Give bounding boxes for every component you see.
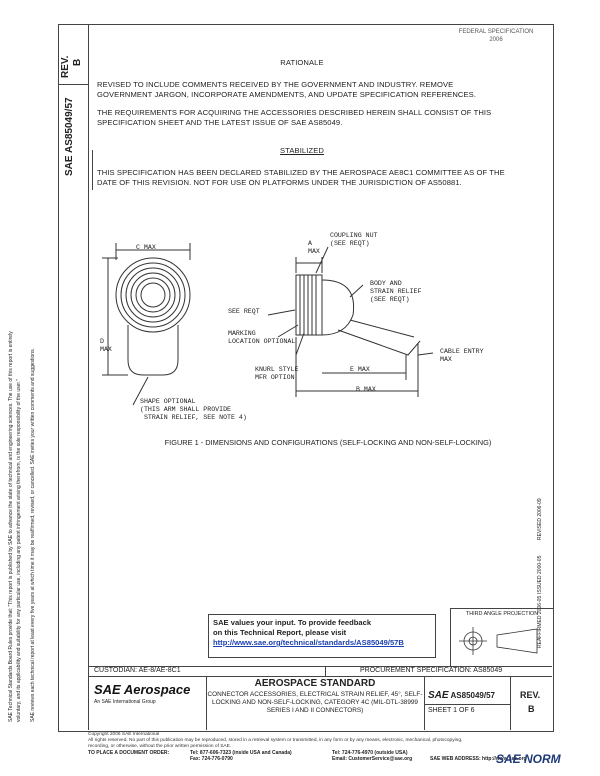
projection-box: THIRD ANGLE PROJECTION bbox=[450, 608, 553, 667]
stamp-text: FEDERAL SPECIFICATION 2006 bbox=[458, 29, 534, 43]
feedback-line-1: SAE values your input. To provide feedba… bbox=[213, 618, 372, 627]
rationale-para-1: REVISED TO INCLUDE COMMENTS RECEIVED BY … bbox=[97, 80, 477, 99]
label-marking-location: MARKING LOCATION OPTIONAL bbox=[228, 330, 296, 345]
sae-doc-number: SAE AS85049/57 bbox=[428, 690, 495, 701]
label-d-max: D MAX bbox=[100, 338, 112, 353]
copyright-line-1: Copyright 2006 SAE International bbox=[88, 732, 160, 737]
order-email: Email: CustomerService@sae.org bbox=[332, 756, 413, 762]
side-legal-2: voluntary, and its applicability and sui… bbox=[16, 379, 22, 722]
label-cable-entry: CABLE ENTRY MAX bbox=[440, 348, 484, 363]
sae-doc-number-text: AS85049/57 bbox=[450, 691, 495, 700]
copyright-line-2: All rights reserved. No part of this pub… bbox=[88, 738, 463, 743]
footer-divider-2 bbox=[206, 676, 207, 730]
logo-sub: An SAE International Group bbox=[94, 699, 156, 705]
label-see-reqt: SEE REQT bbox=[228, 308, 260, 315]
footer-rev-label: REV. bbox=[520, 690, 541, 700]
footer-divider-1 bbox=[325, 666, 326, 676]
custodian: CUSTODIAN: AE-8/AE-8C1 bbox=[94, 667, 181, 674]
footer-divider-3 bbox=[424, 676, 425, 730]
stabilized-title: STABILIZED bbox=[280, 146, 324, 155]
label-a-max: A MAX bbox=[308, 240, 320, 255]
left-margin-divider bbox=[88, 24, 89, 730]
footer-rev-value: B bbox=[528, 704, 535, 714]
revision-bar bbox=[92, 150, 93, 190]
side-legal-1: SAE Technical Standards Board Rules prov… bbox=[8, 331, 14, 722]
copyright-line-3: recording, or otherwise, without the pri… bbox=[88, 744, 232, 749]
footer-sheet-rule bbox=[424, 704, 510, 705]
label-c-max: C MAX bbox=[136, 244, 156, 251]
sheet-number: SHEET 1 OF 6 bbox=[428, 707, 475, 714]
label-knurl-style: KNURL STYLE MFR OPTION bbox=[255, 366, 299, 381]
label-body-strain-relief: BODY AND STRAIN RELIEF (SEE REQT) bbox=[370, 280, 422, 303]
logo-main: SAE Aerospace bbox=[94, 682, 191, 697]
rationale-para-2: THE REQUIREMENTS FOR ACQUIRING THE ACCES… bbox=[97, 108, 492, 127]
label-e-max: E MAX bbox=[350, 366, 370, 373]
feedback-line-2: on this Technical Report, please visit bbox=[213, 628, 347, 637]
order-fax: Fax: 724-776-0790 bbox=[190, 756, 233, 762]
revised-date: REVISED 2006-09 bbox=[537, 498, 543, 540]
page-frame bbox=[58, 24, 554, 732]
third-angle-projection-symbol bbox=[459, 627, 538, 655]
footer-top-rule bbox=[88, 666, 552, 667]
doc-number: SAE AS85049/57 bbox=[64, 97, 75, 176]
procurement-spec: PROCUREMENT SPECIFICATION: AS85049 bbox=[360, 667, 503, 674]
rationale-title: RATIONALE bbox=[280, 58, 324, 67]
standard-title: AEROSPACE STANDARD bbox=[254, 678, 376, 689]
label-b-max: B MAX bbox=[356, 386, 376, 393]
sae-aerospace-logo: SAE Aerospace An SAE International Group bbox=[94, 682, 206, 722]
side-legal-3: SAE reviews each technical report at lea… bbox=[30, 348, 36, 722]
rev-label: REV. bbox=[60, 55, 71, 78]
label-shape-optional: SHAPE OPTIONAL (THIS ARM SHALL PROVIDE S… bbox=[140, 398, 247, 421]
stabilized-para: THIS SPECIFICATION HAS BEEN DECLARED STA… bbox=[97, 168, 505, 187]
feedback-link[interactable]: http://www.sae.org/technical/standards/A… bbox=[213, 638, 404, 647]
figure-caption: FIGURE 1 - DIMENSIONS AND CONFIGURATIONS… bbox=[164, 438, 492, 447]
order-tel-1: Tel: 877-606-7323 (inside USA and Canada… bbox=[190, 750, 292, 756]
order-tel-2: Tel: 724-776-4970 (outside USA) bbox=[332, 750, 408, 756]
footer-divider-4 bbox=[510, 676, 511, 730]
order-label: TO PLACE A DOCUMENT ORDER: bbox=[88, 750, 170, 756]
standard-subtitle: CONNECTOR ACCESSORIES, ELECTRICAL STRAIN… bbox=[207, 691, 423, 714]
feedback-box: SAE values your input. To provide feedba… bbox=[208, 614, 436, 658]
copyright-block: Copyright 2006 SAE International All rig… bbox=[88, 732, 558, 750]
rev-value: B bbox=[72, 58, 83, 66]
footer-mid-rule bbox=[88, 676, 552, 677]
rev-box bbox=[58, 24, 88, 85]
connector-figure bbox=[102, 243, 434, 406]
issued-date: ISSUED 2000-05 bbox=[537, 555, 543, 594]
sae-norm-watermark: SAE NORM bbox=[496, 752, 561, 766]
label-coupling-nut: COUPLING NUT (SEE REQT) bbox=[330, 232, 378, 247]
projection-label: THIRD ANGLE PROJECTION bbox=[465, 611, 539, 617]
order-web: SAE WEB ADDRESS: http://www.sae.org bbox=[430, 756, 527, 762]
